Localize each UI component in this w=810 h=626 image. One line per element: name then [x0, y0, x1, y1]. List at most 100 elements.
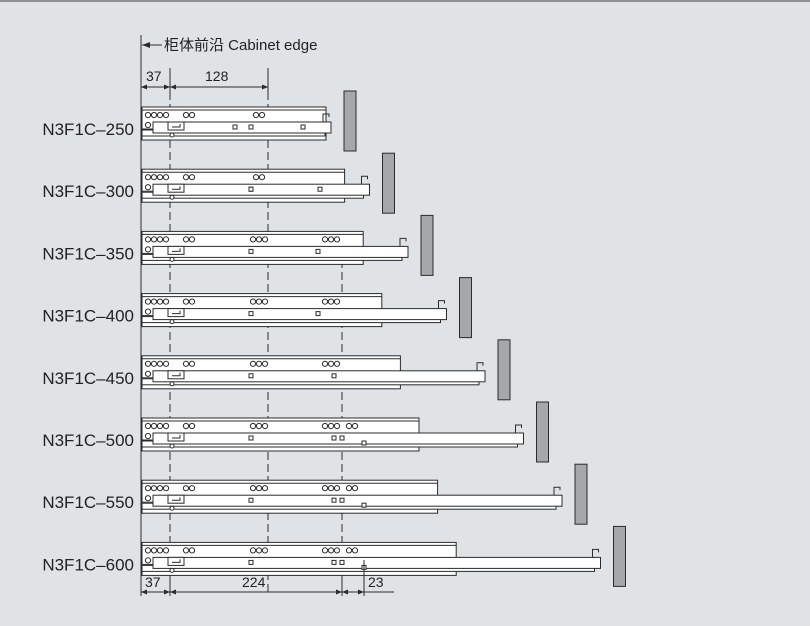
- model-label: N3F1C–600: [42, 555, 134, 574]
- mounting-hole: [156, 422, 164, 430]
- top-dimension: 37 128: [141, 68, 269, 92]
- rear-hook: [592, 548, 599, 558]
- locking-device: [167, 121, 185, 131]
- top-dim-label-128: 128: [205, 68, 229, 84]
- mounting-hole: [144, 298, 152, 305]
- mounting-hole: [169, 567, 175, 573]
- slide-row-350: N3F1C–350: [42, 214, 434, 276]
- locking-device: [167, 245, 185, 255]
- drawer-runner: [152, 370, 486, 383]
- edge-label: 柜体前沿 Cabinet edge: [164, 37, 317, 54]
- mounting-hole: [249, 422, 257, 430]
- mounting-hole: [333, 547, 341, 554]
- cabinet-back-panel: [613, 525, 626, 587]
- mounting-hole: [182, 360, 190, 367]
- mounting-hole: [182, 485, 190, 492]
- mounting-hole: [150, 298, 158, 305]
- mounting-hole: [182, 236, 190, 243]
- top-dim-label-37: 37: [146, 68, 162, 84]
- mounting-hole: [156, 236, 164, 243]
- rivet-square: [232, 124, 238, 130]
- mounting-hole: [188, 485, 196, 492]
- mounting-hole: [252, 111, 260, 119]
- mounting-hole: [261, 298, 269, 305]
- mounting-hole: [182, 298, 190, 305]
- mounting-hole: [182, 547, 190, 554]
- locking-latch: [172, 559, 181, 563]
- mounting-hole: [162, 422, 170, 430]
- mounting-hole: [345, 422, 353, 430]
- mounting-hole: [333, 422, 341, 430]
- mounting-hole: [255, 547, 263, 554]
- rear-hook: [476, 362, 484, 371]
- bottom-dim-arrow-2: [164, 589, 170, 595]
- mounting-hole: [144, 236, 152, 243]
- slide-row-550: N3F1C–550: [42, 463, 588, 525]
- mounting-hole: [169, 443, 175, 449]
- mounting-hole: [156, 547, 164, 554]
- mounting-hole: [261, 422, 269, 430]
- drawer-runner: [152, 121, 332, 134]
- mounting-hole: [327, 298, 335, 305]
- mounting-hole: [327, 422, 335, 430]
- slide-row-250: N3F1C–250: [42, 90, 357, 152]
- rivet-square: [248, 435, 254, 441]
- mounting-hole: [188, 360, 196, 367]
- mounting-hole: [169, 319, 175, 325]
- mounting-hole: [169, 132, 175, 138]
- locking-latch: [172, 435, 181, 439]
- rivet-square: [248, 248, 254, 254]
- mounting-hole: [249, 236, 257, 243]
- mounting-hole: [156, 360, 164, 367]
- mounting-hole: [249, 547, 257, 554]
- mounting-hole: [327, 236, 335, 243]
- mounting-hole: [333, 485, 341, 492]
- cabinet-back-panel: [343, 90, 357, 152]
- top-dim-arrow-right: [262, 84, 268, 90]
- slide-row-300: N3F1C–300: [42, 152, 395, 214]
- bottom-dim-label-23: 23: [368, 574, 384, 590]
- mounting-hole: [182, 422, 190, 430]
- mounting-hole: [144, 547, 152, 554]
- mounting-hole: [182, 174, 190, 181]
- rivet-square: [331, 373, 337, 379]
- mounting-hole: [150, 236, 158, 243]
- mounting-hole: [249, 485, 257, 492]
- rivet-square: [248, 311, 254, 317]
- drawer-runner: [152, 183, 370, 196]
- mounting-hole: [188, 174, 196, 181]
- mounting-hole: [321, 236, 329, 243]
- mounting-hole: [144, 485, 152, 492]
- rivet-square: [331, 497, 337, 503]
- bottom-dim-arrow-1: [141, 589, 147, 595]
- locking-latch: [172, 186, 181, 190]
- rivet-square: [248, 186, 254, 192]
- rivet-square: [317, 186, 323, 192]
- rivet-square: [339, 435, 345, 441]
- mounting-hole: [261, 236, 269, 243]
- locking-device: [167, 183, 185, 193]
- mounting-hole: [255, 485, 263, 492]
- mounting-hole: [169, 505, 175, 511]
- locking-device: [167, 556, 185, 566]
- rear-hook: [322, 113, 330, 122]
- mounting-hole: [261, 360, 269, 367]
- mounting-hole: [144, 495, 152, 502]
- rivet-square: [248, 373, 254, 379]
- mounting-hole: [188, 236, 196, 243]
- rivet-square: [339, 497, 345, 503]
- mounting-hole: [162, 236, 170, 243]
- cabinet-edge-header: 柜体前沿 Cabinet edge: [140, 35, 317, 596]
- mounting-hole: [144, 422, 152, 430]
- locking-latch: [172, 124, 181, 128]
- rivet-square: [339, 559, 345, 565]
- locking-latch: [172, 372, 181, 377]
- mounting-hole: [249, 360, 257, 367]
- mounting-hole: [156, 111, 164, 119]
- locking-device: [167, 308, 185, 318]
- mounting-hole: [162, 111, 170, 119]
- cabinet-back-panel: [420, 214, 434, 276]
- reference-lines: [169, 92, 343, 594]
- mounting-hole: [150, 485, 158, 492]
- mounting-hole: [327, 547, 335, 554]
